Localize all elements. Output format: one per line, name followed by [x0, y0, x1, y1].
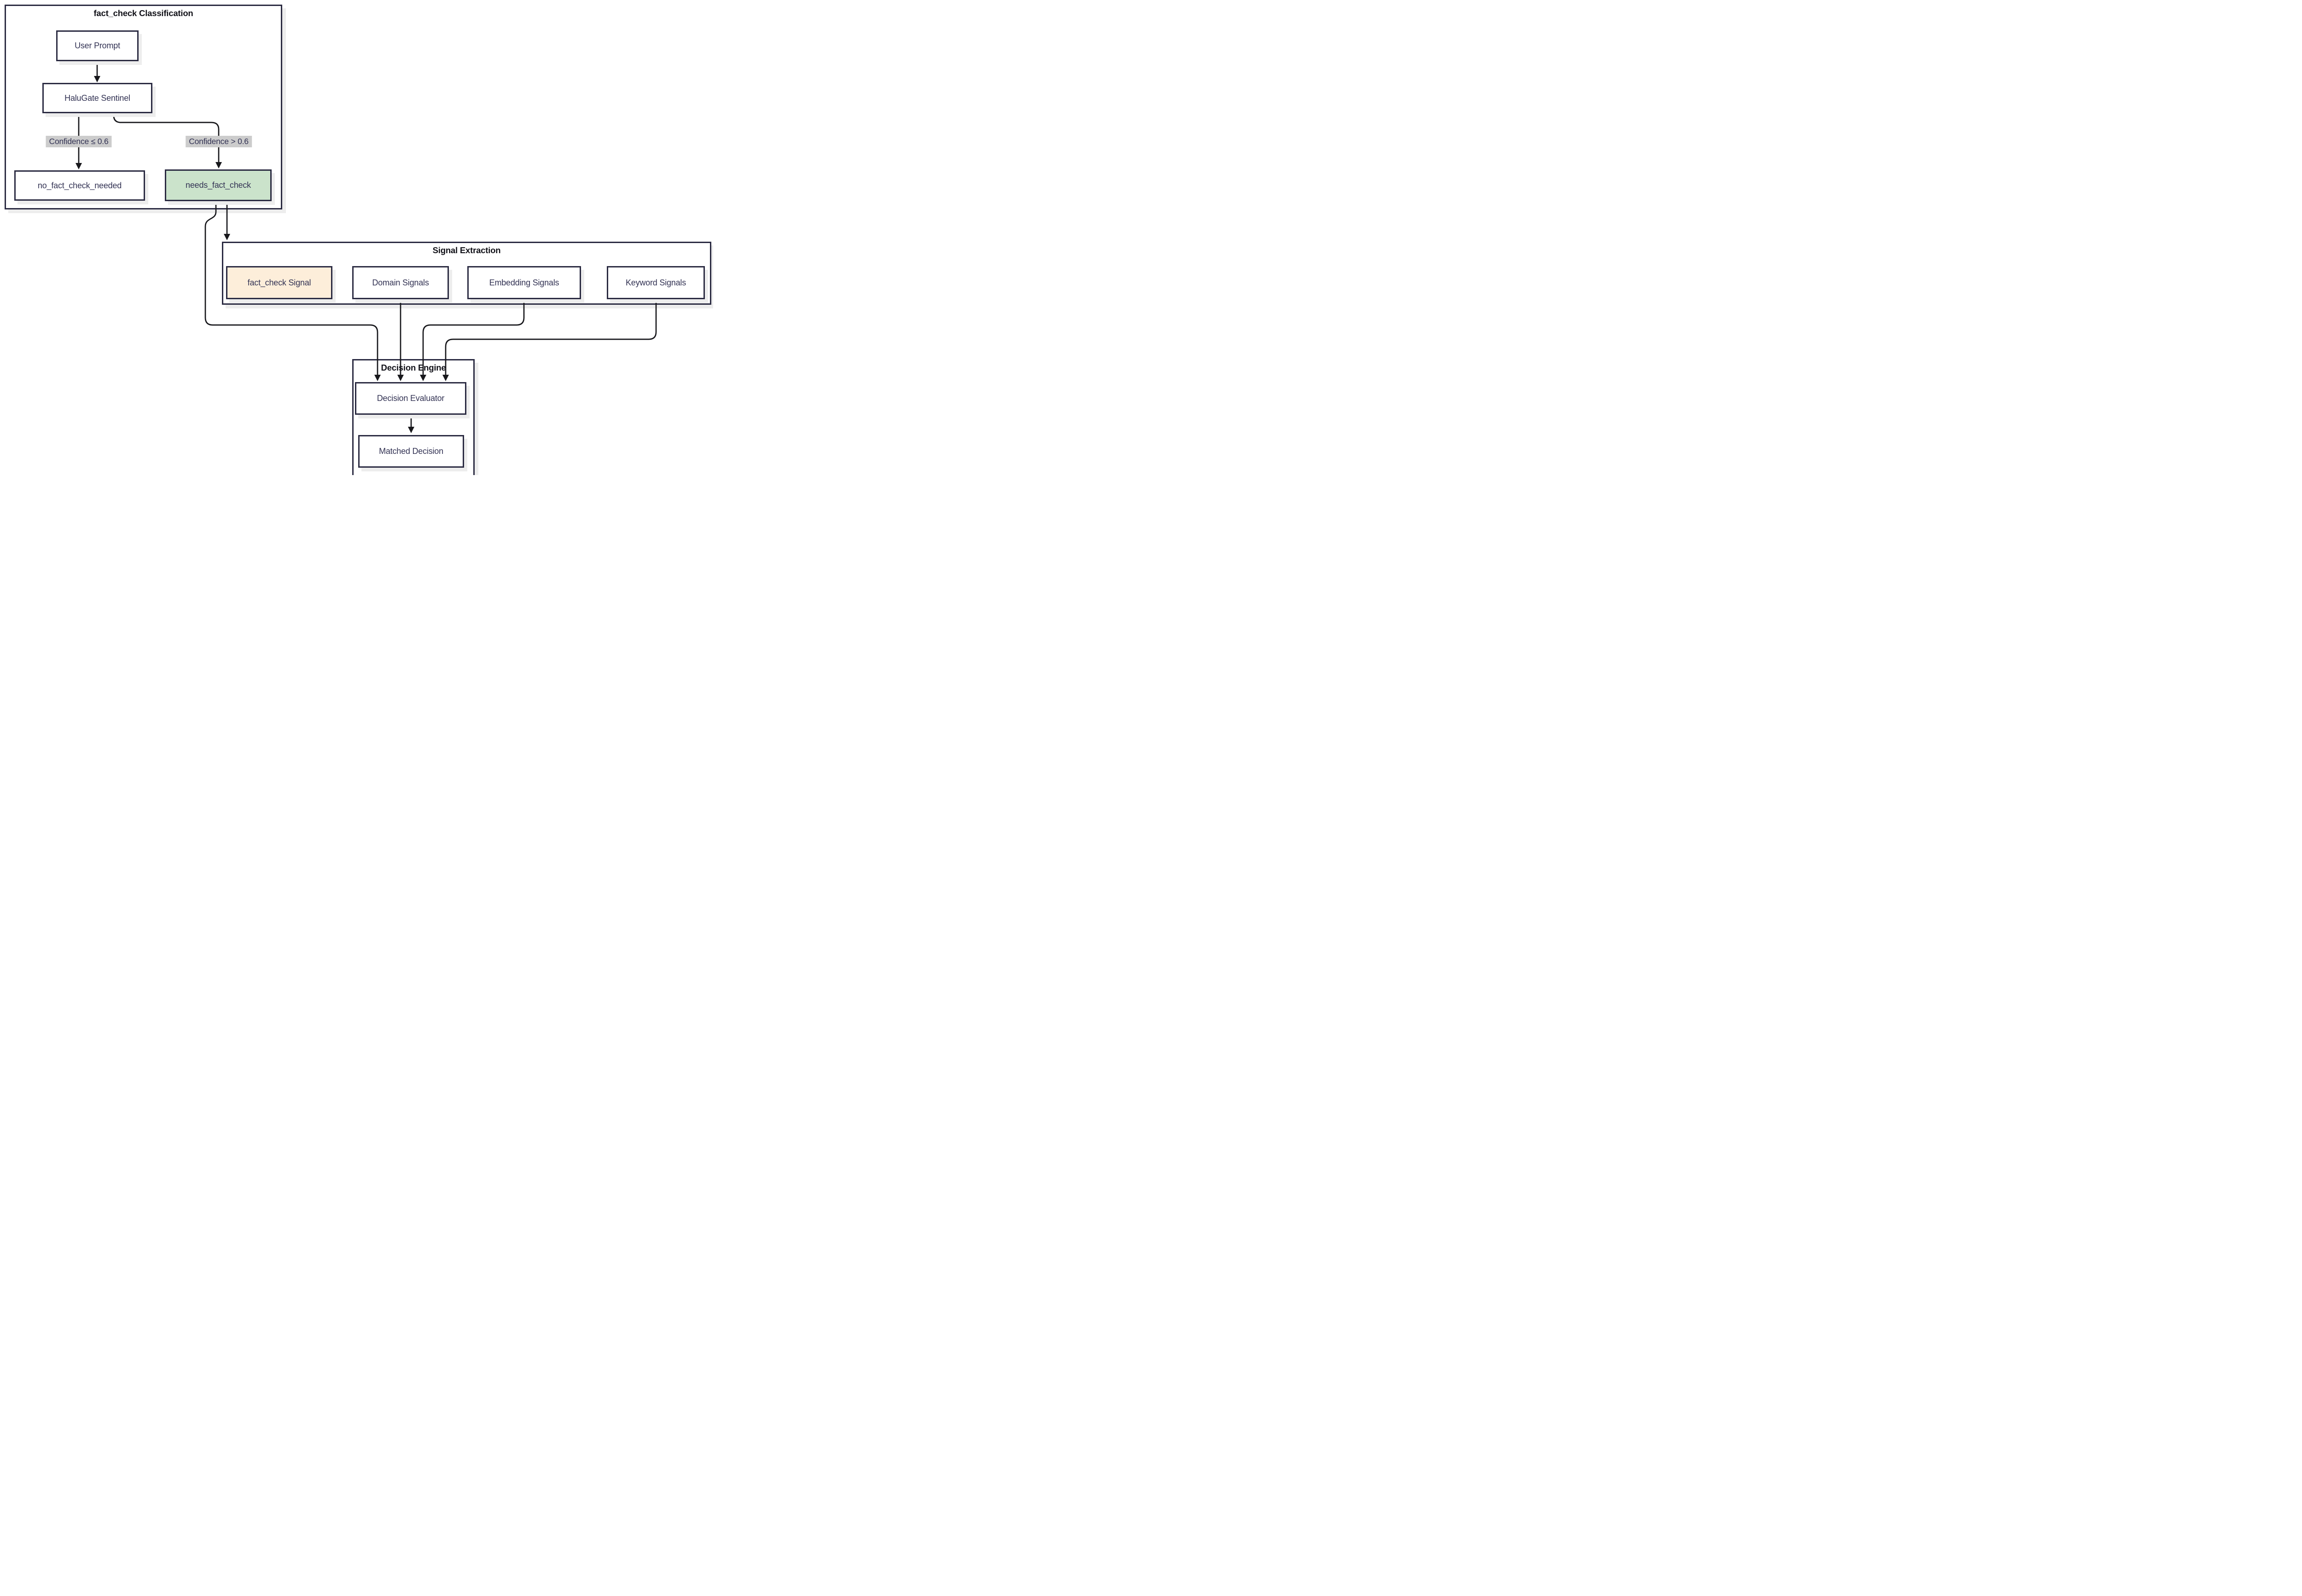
node-no-fact-check-needed: no_fact_check_needed	[14, 170, 145, 201]
node-label: Embedding Signals	[489, 278, 559, 287]
node-label: Keyword Signals	[625, 278, 686, 287]
edge-needs-fact-check-to-decision-evaluator	[204, 201, 378, 375]
node-embedding-signals: Embedding Signals	[467, 266, 581, 299]
arrowhead-needs-into-decision-evaluator	[374, 375, 381, 381]
subgraph-title: Signal Extraction	[432, 245, 501, 255]
node-label: Decision Evaluator	[377, 394, 445, 403]
node-label: HaluGate Sentinel	[64, 93, 130, 103]
node-domain-signals: Domain Signals	[352, 266, 449, 299]
edge-embedding-signals-to-decision-evaluator	[422, 299, 525, 375]
node-decision-evaluator: Decision Evaluator	[355, 382, 466, 415]
node-matched-decision: Matched Decision	[358, 435, 464, 468]
subgraph-title: Decision Engine	[381, 363, 446, 372]
node-keyword-signals: Keyword Signals	[607, 266, 705, 299]
edges-layer	[76, 61, 657, 433]
node-needs-fact-check: needs_fact_check	[165, 169, 272, 201]
node-label: Domain Signals	[372, 278, 429, 287]
edge-halugate-to-needs-fact-check	[113, 113, 220, 162]
node-fact-check-signal: fact_check Signal	[226, 266, 332, 299]
node-user-prompt: User Prompt	[56, 30, 139, 61]
arrowhead-into-no-fact-check	[76, 163, 82, 169]
arrowhead-embedding-into-decision-evaluator	[420, 375, 426, 381]
node-label: no_fact_check_needed	[37, 180, 122, 190]
node-label: needs_fact_check	[186, 180, 251, 190]
subgraph-title: fact_check Classification	[93, 8, 193, 18]
arrowhead-domain-into-decision-evaluator	[397, 375, 404, 381]
edge-label-confidence-gt: Confidence > 0.6	[186, 136, 252, 147]
arrowhead-into-matched-decision	[408, 427, 414, 433]
edge-keyword-signals-to-decision-evaluator	[445, 299, 657, 375]
node-label: fact_check Signal	[247, 278, 311, 287]
edge-label-confidence-le: Confidence ≤ 0.6	[46, 136, 112, 147]
flowchart-canvas: fact_check Classification Signal Extract…	[0, 0, 713, 475]
node-halugate-sentinel: HaluGate Sentinel	[42, 83, 152, 113]
arrowhead-keyword-into-decision-evaluator	[442, 375, 449, 381]
node-label: Matched Decision	[379, 447, 443, 456]
arrowhead-into-halugate	[94, 76, 100, 82]
arrowhead-into-signal-extraction	[224, 234, 230, 240]
arrowhead-into-needs-fact-check	[215, 162, 222, 168]
node-label: User Prompt	[75, 41, 120, 50]
